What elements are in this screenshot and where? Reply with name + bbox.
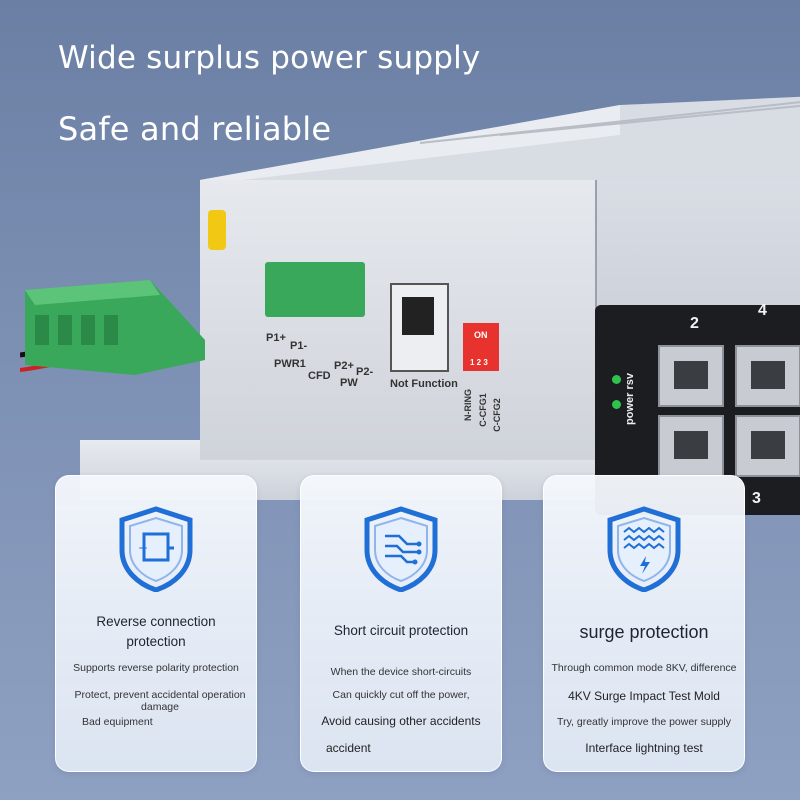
- terminal-block-connector-icon: [20, 280, 205, 375]
- label-power-rsv: power rsv: [624, 373, 636, 425]
- card-title-line: protection: [126, 634, 186, 649]
- card-text-line: Protect, prevent accidental operation da…: [74, 689, 246, 713]
- label-p2minus: P2-: [356, 366, 374, 378]
- rj45-console-port: [390, 283, 449, 372]
- port-number: 4: [758, 302, 767, 319]
- label-pw: PW: [340, 377, 358, 389]
- card-title: surge protection: [579, 622, 709, 642]
- status-led: [612, 375, 621, 384]
- port-number: 2: [690, 315, 699, 332]
- label-not-function: Not Function: [390, 378, 458, 390]
- feature-card-surge-protection: surge protection Through common mode 8KV…: [543, 475, 745, 772]
- label-c-cfg2: C-CFG2: [491, 398, 502, 432]
- card-text-line: When the device short-circuits: [330, 666, 472, 678]
- card-text-line: Bad equipment: [82, 716, 153, 728]
- card-text-line: 4KV Surge Impact Test Mold: [568, 689, 720, 703]
- shield-reverse-polarity-icon: +: [119, 506, 193, 592]
- ethernet-port: [658, 345, 724, 407]
- label-c-cfg1: C-CFG1: [477, 393, 488, 427]
- ethernet-port: [735, 345, 800, 407]
- dip-number-labels: 1 2 3: [470, 358, 488, 367]
- headline-line-2: Safe and reliable: [58, 110, 332, 148]
- label-p1plus: P1+: [266, 332, 286, 344]
- card-text-line: Avoid causing other accidents: [321, 714, 481, 728]
- card-text-line: accident: [326, 741, 371, 755]
- svg-text:+: +: [138, 541, 148, 555]
- status-led: [612, 400, 621, 409]
- feature-card-short-circuit: Short circuit protection When the device…: [300, 475, 502, 772]
- card-text-line: Supports reverse polarity protection: [73, 662, 239, 674]
- card-text-line: Try, greatly improve the power supply: [557, 716, 731, 728]
- feature-card-reverse-protection: + Reverse connection protection Supports…: [55, 475, 257, 772]
- label-pwr1: PWR1: [274, 358, 306, 370]
- label-cfd: CFD: [308, 370, 331, 382]
- headline-line-1: Wide surplus power supply: [58, 40, 481, 76]
- card-title-line: Reverse connection: [96, 614, 216, 629]
- card-text-line: Can quickly cut off the power,: [332, 689, 470, 701]
- power-plug-terminal: [265, 262, 365, 317]
- dip-switch: [463, 323, 499, 371]
- ground-terminal-icon: [208, 210, 226, 250]
- port-number: 3: [752, 490, 761, 507]
- label-p1minus: P1-: [290, 340, 308, 352]
- device-heatsink-top: [200, 96, 800, 185]
- shield-circuit-icon: [364, 506, 438, 592]
- card-text-line: Through common mode 8KV, difference: [551, 662, 737, 674]
- dip-on-label: ON: [474, 330, 488, 340]
- label-n-ring: N-RING: [463, 389, 473, 421]
- card-title: Short circuit protection: [333, 623, 469, 638]
- shield-surge-icon: [607, 506, 681, 592]
- card-text-line: Interface lightning test: [585, 741, 703, 755]
- label-p2plus: P2+: [334, 360, 354, 372]
- ethernet-port: [658, 415, 724, 477]
- ethernet-port: [735, 415, 800, 477]
